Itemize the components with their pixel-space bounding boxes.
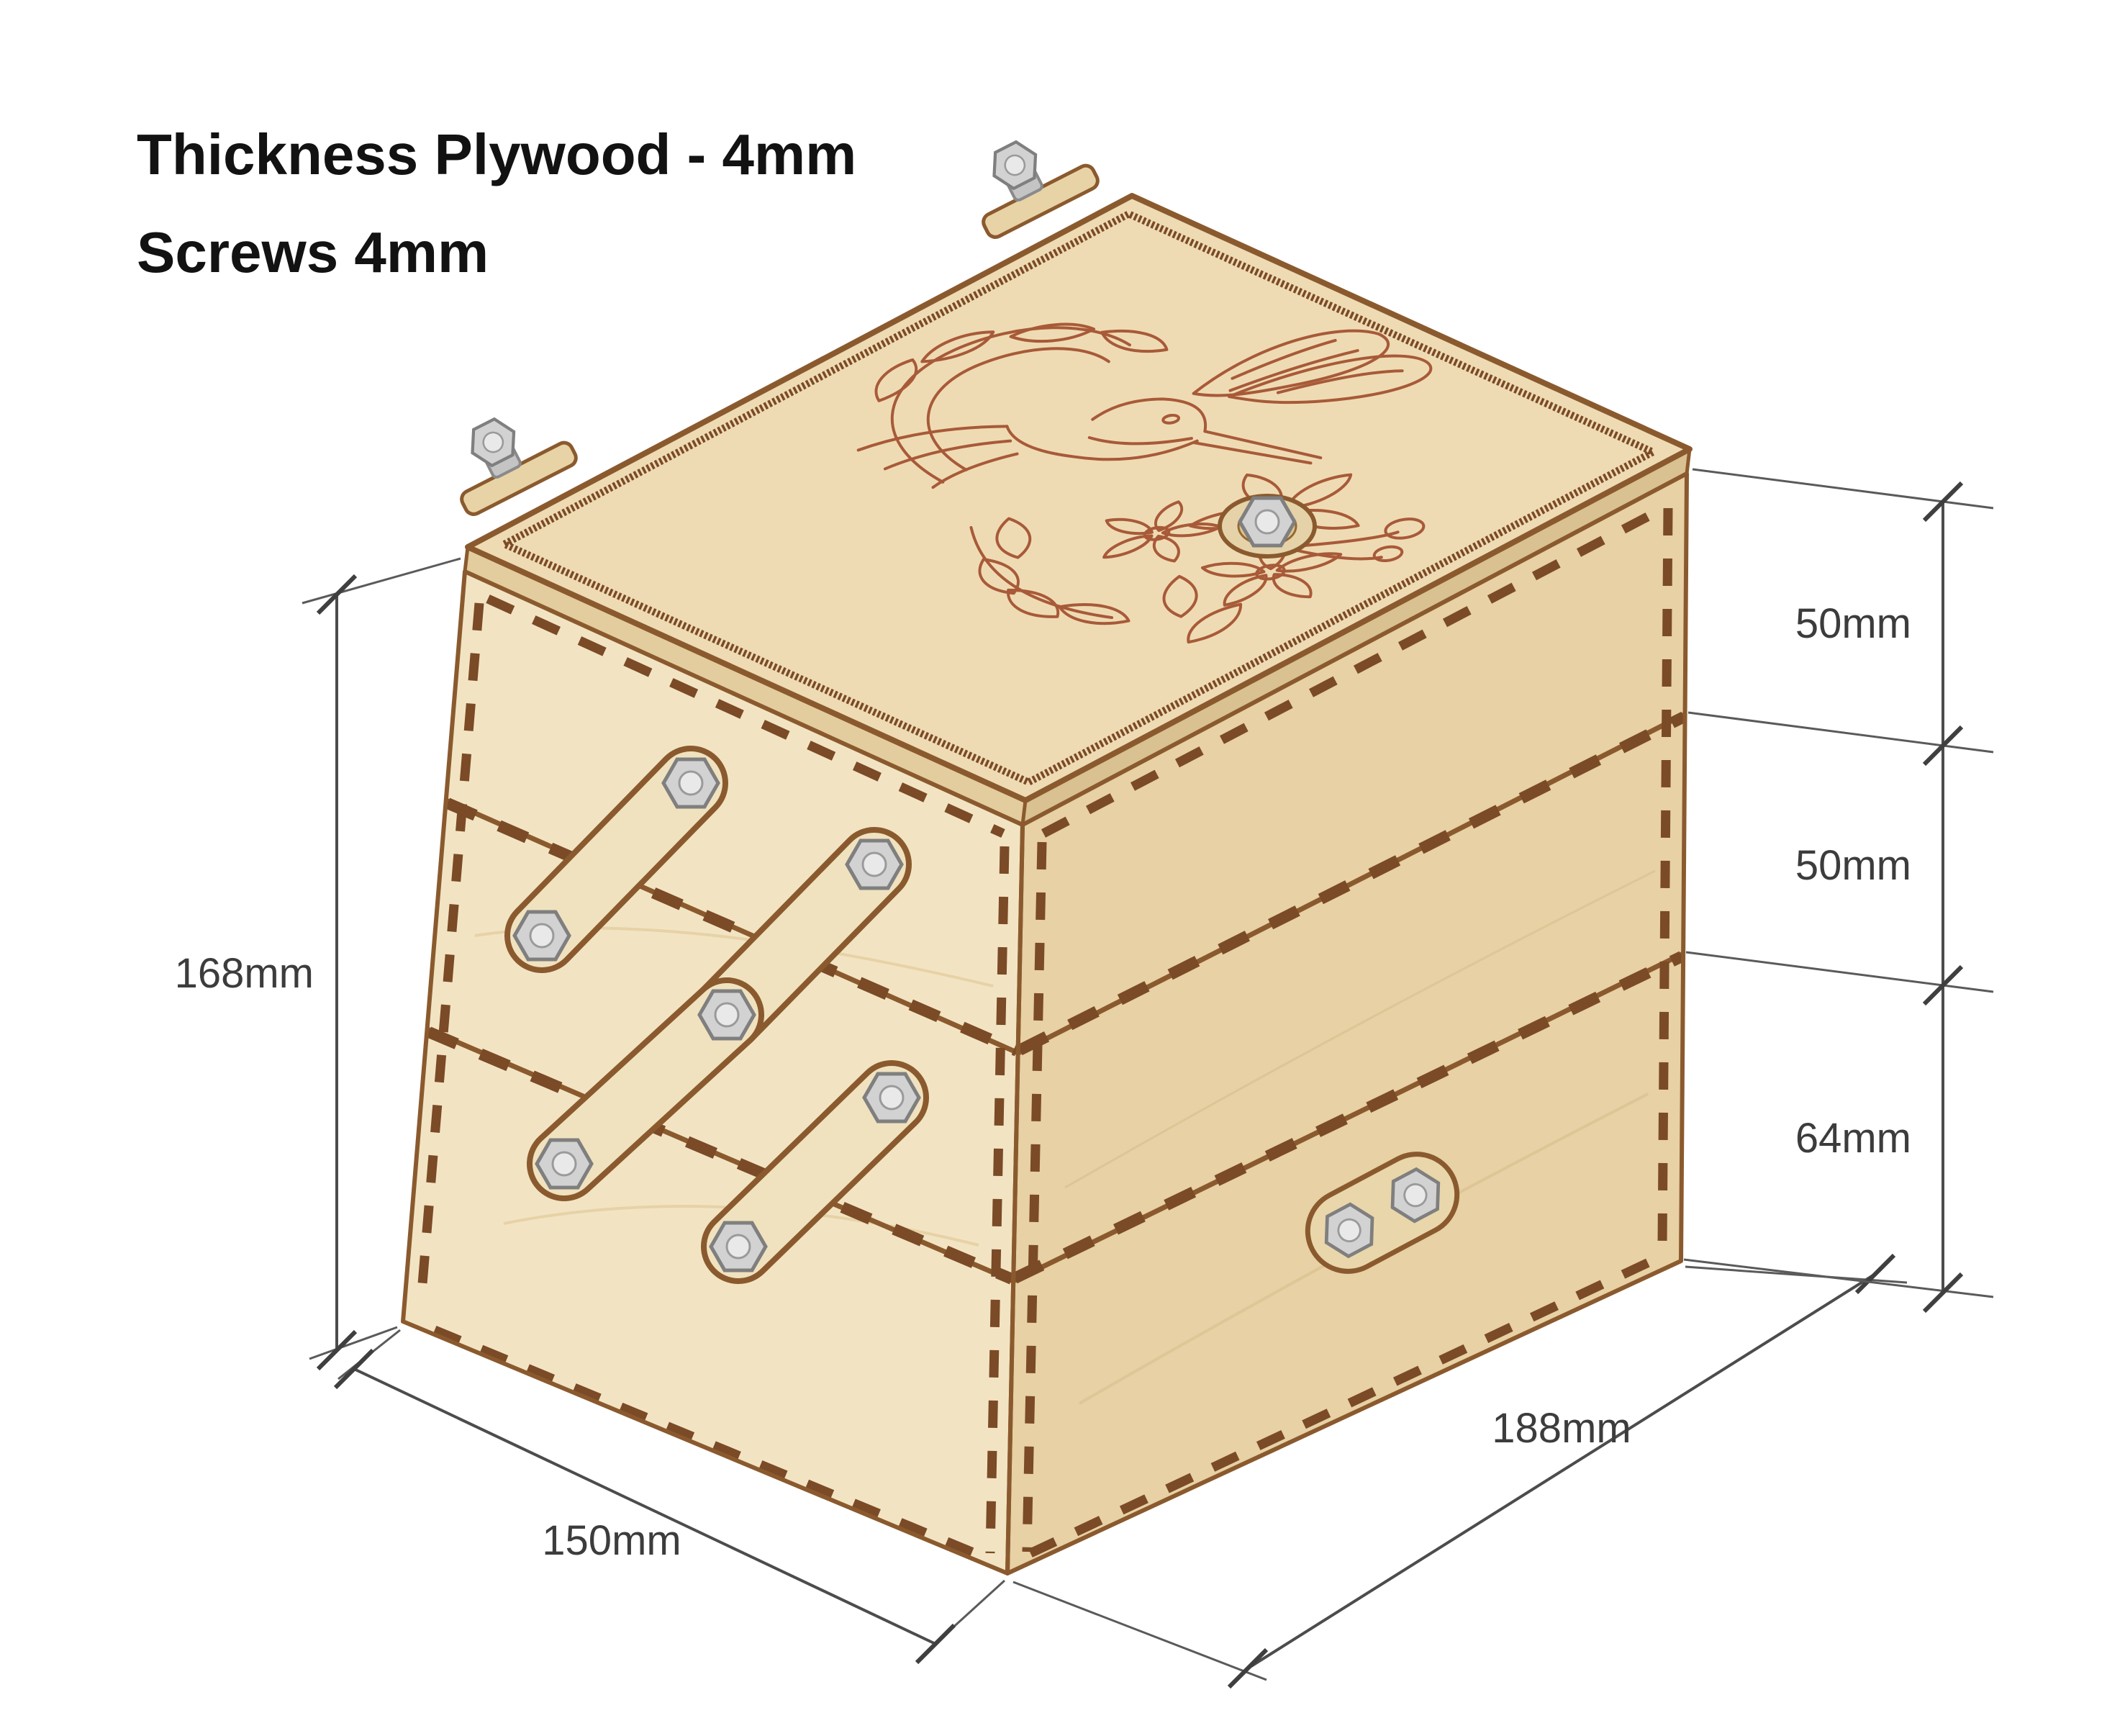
pivot-arm-3 <box>527 977 764 1201</box>
dimension-label-section-bottom: 64mm <box>1795 1115 1911 1162</box>
box-render <box>401 117 1690 1575</box>
dimension-depth: 150mm <box>335 1329 1006 1663</box>
dimension-label-section-middle: 50mm <box>1795 842 1911 889</box>
hex-bolt <box>663 759 718 807</box>
flower-art <box>1002 429 1469 659</box>
dimension-height: 168mm <box>175 557 461 1369</box>
hex-bolt <box>515 912 569 959</box>
lid-joint-dashes <box>504 214 1653 782</box>
right-face-outline <box>1005 471 1689 1575</box>
hex-bolt <box>699 991 754 1039</box>
right-face <box>1007 474 1687 1573</box>
hex-bolt <box>537 1140 592 1188</box>
lid-rim-right <box>1023 449 1690 825</box>
hummingbird-art <box>851 261 1473 570</box>
dimension-sections: 50mm 50mm 64mm <box>1683 468 1994 1311</box>
title-block: Thickness Plywood - 4mm Screws 4mm <box>137 122 856 284</box>
lid-bolt-washer <box>1218 494 1317 559</box>
pivot-arm-4 <box>701 1060 929 1284</box>
dimension-line <box>353 1367 936 1645</box>
lid-rim-left <box>465 547 1025 825</box>
dimension-tick <box>335 1350 373 1388</box>
dimension-tick <box>917 1625 954 1663</box>
hex-bolt <box>1240 498 1295 546</box>
pivot-arm-1 <box>504 746 728 973</box>
dimension-label-depth: 150mm <box>542 1517 681 1564</box>
hex-bolt <box>711 1223 766 1270</box>
dimension-line <box>1246 1272 1877 1670</box>
top-face <box>468 196 1690 800</box>
latch-bracket <box>1305 1152 1460 1274</box>
hex-bolt <box>847 841 902 888</box>
seam-joint-dashes <box>426 711 1687 1285</box>
dimension-width: 188mm <box>1012 1255 1908 1687</box>
dimension-label-width: 188mm <box>1492 1405 1631 1452</box>
note-plywood-thickness: Thickness Plywood - 4mm <box>137 122 856 186</box>
dimension-tick <box>1857 1255 1894 1293</box>
dimension-label-section-top: 50mm <box>1795 600 1911 647</box>
extension-lines <box>1683 468 1994 1298</box>
hex-bolt <box>864 1074 919 1121</box>
lid-plane <box>504 214 1653 782</box>
dimension-label-height: 168mm <box>175 950 314 997</box>
hummingbird-engraving <box>697 228 1626 684</box>
pivot-arms <box>504 746 929 1284</box>
note-screws: Screws 4mm <box>137 220 489 284</box>
extension-lines <box>302 557 461 1360</box>
finger-joint-dashes <box>416 502 1673 1564</box>
branch-art <box>697 282 1437 644</box>
